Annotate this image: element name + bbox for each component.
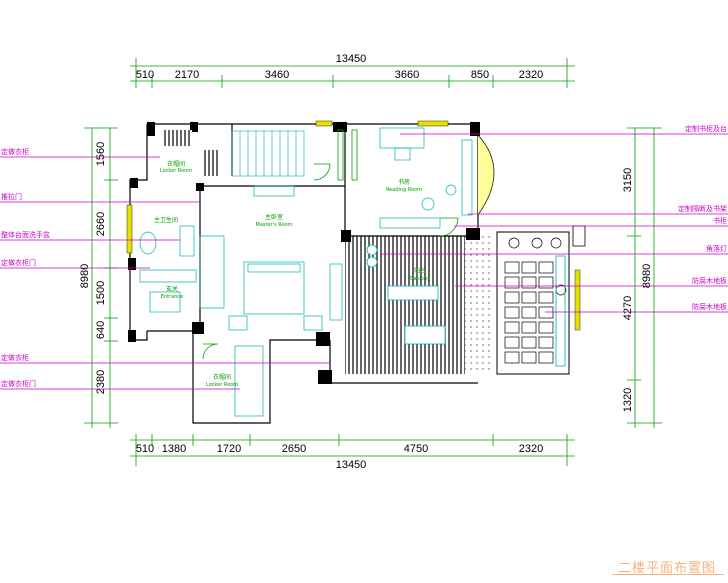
stair-rail: [204, 150, 218, 176]
left-dimension-4: 640: [95, 321, 107, 339]
locker-rail: [162, 130, 192, 146]
terrace-outline: [496, 231, 570, 375]
top-dimension-6: 2320: [519, 69, 543, 81]
right-dimension-3: 1320: [622, 388, 634, 412]
wall-columns: [128, 122, 480, 384]
bottom-dimension-chain: 510 1380 1720 2650 4750 2320 13450: [130, 434, 575, 471]
bottom-dimension-4: 2650: [282, 443, 306, 455]
bottom-dimension-1: 510: [136, 443, 154, 455]
balcony-furniture: [366, 244, 446, 345]
left-dimension-1: 1560: [95, 142, 107, 166]
left-note-2: 推拉门: [1, 192, 22, 201]
right-note-4: 角落灯: [706, 244, 727, 253]
top-total-dimension: 13450: [336, 53, 367, 65]
reading-room-furniture: [379, 127, 495, 229]
right-annotations: 定制书柜及台 定制隔断及书架 书柜 角落灯 防腐木地板 防腐木地板: [380, 124, 728, 313]
left-dimension-chain: 1560 2660 1500 640 2380 8980: [79, 127, 118, 428]
reading-label-en: Reading Room: [386, 187, 422, 193]
staircase: [231, 130, 305, 177]
locker-bottom-label-en: Locker Room: [206, 382, 238, 388]
right-note-5: 防腐木地板: [692, 276, 727, 285]
left-note-6: 定做衣柜门: [1, 379, 36, 388]
left-total-dimension: 8980: [79, 264, 91, 288]
sheet-title: 二楼平面布置图: [618, 561, 717, 576]
right-note-1: 定制书柜及台: [685, 124, 727, 133]
right-dimension-2: 4270: [622, 296, 634, 320]
bottom-dimension-2: 1380: [162, 443, 186, 455]
balcony-deck: [345, 236, 465, 374]
top-dimension-chain: 13450 510 2170 3460 3660 850 2320: [130, 53, 575, 88]
bathroom-label-cn: 主卫生间: [154, 216, 178, 224]
left-note-3: 整体台面洗手盆: [1, 230, 50, 239]
right-note-6: 防腐木地板: [692, 302, 727, 311]
right-note-3: 书柜: [713, 216, 727, 225]
right-total-dimension: 8980: [641, 264, 653, 288]
left-dimension-3: 1500: [95, 281, 107, 305]
bottom-total-dimension: 13450: [336, 459, 367, 471]
lower-locker-cabinet: [234, 345, 264, 417]
left-note-5: 定做衣柜: [1, 353, 29, 362]
sheet-title-rule: [612, 574, 724, 575]
bottom-dimension-3: 1720: [217, 443, 241, 455]
right-dimension-1: 3150: [622, 168, 634, 192]
bottom-dimension-6: 2320: [519, 443, 543, 455]
planter-strip: [465, 236, 493, 374]
locker-top-label-cn: 衣帽间: [167, 160, 185, 168]
bathroom-fixtures: [139, 225, 197, 313]
top-dimension-2: 2170: [175, 69, 199, 81]
locker-top-label-en: Locker Room: [160, 168, 192, 174]
terrace-bench: [555, 255, 566, 367]
windows: [126, 120, 581, 331]
master-label-en: Master's Room: [256, 222, 293, 228]
locker-bottom-label-cn: 衣帽间: [213, 373, 231, 381]
right-dimension-chain: 3150 4270 1320 8980: [622, 127, 662, 428]
entrance-label-cn: 玄关: [166, 285, 178, 293]
bottom-dimension-5: 4750: [404, 443, 428, 455]
terrace-post: [572, 225, 586, 247]
top-dimension-4: 3660: [395, 69, 419, 81]
left-dimension-2: 2660: [95, 212, 107, 236]
left-note-4: 定做衣柜门: [1, 258, 36, 267]
left-dimension-5: 2380: [95, 370, 107, 394]
balcony-label-cn: 阳台: [414, 267, 426, 275]
entrance-label-en: Entrance: [161, 294, 183, 300]
left-annotations: 定做衣柜 推拉门 整体台面洗手盆 定做衣柜门 定做衣柜 定做衣柜门: [0, 147, 330, 390]
terrace-tiles: [504, 237, 567, 364]
top-dimension-3: 3460: [265, 69, 289, 81]
doors: [202, 129, 459, 360]
top-dimension-5: 850: [471, 69, 489, 81]
top-dimension-1: 510: [136, 69, 154, 81]
master-bedroom-furniture: [199, 185, 343, 331]
left-note-1: 定做衣柜: [1, 147, 29, 156]
room-labels: 衣帽间 Locker Room 主卫生间 主卧室 Master's Room 书…: [154, 160, 430, 388]
reading-label-cn: 书房: [398, 178, 410, 186]
master-label-cn: 主卧室: [265, 213, 283, 221]
right-note-2: 定制隔断及书架: [678, 204, 727, 213]
balcony-label-en: Balcony: [410, 276, 430, 282]
